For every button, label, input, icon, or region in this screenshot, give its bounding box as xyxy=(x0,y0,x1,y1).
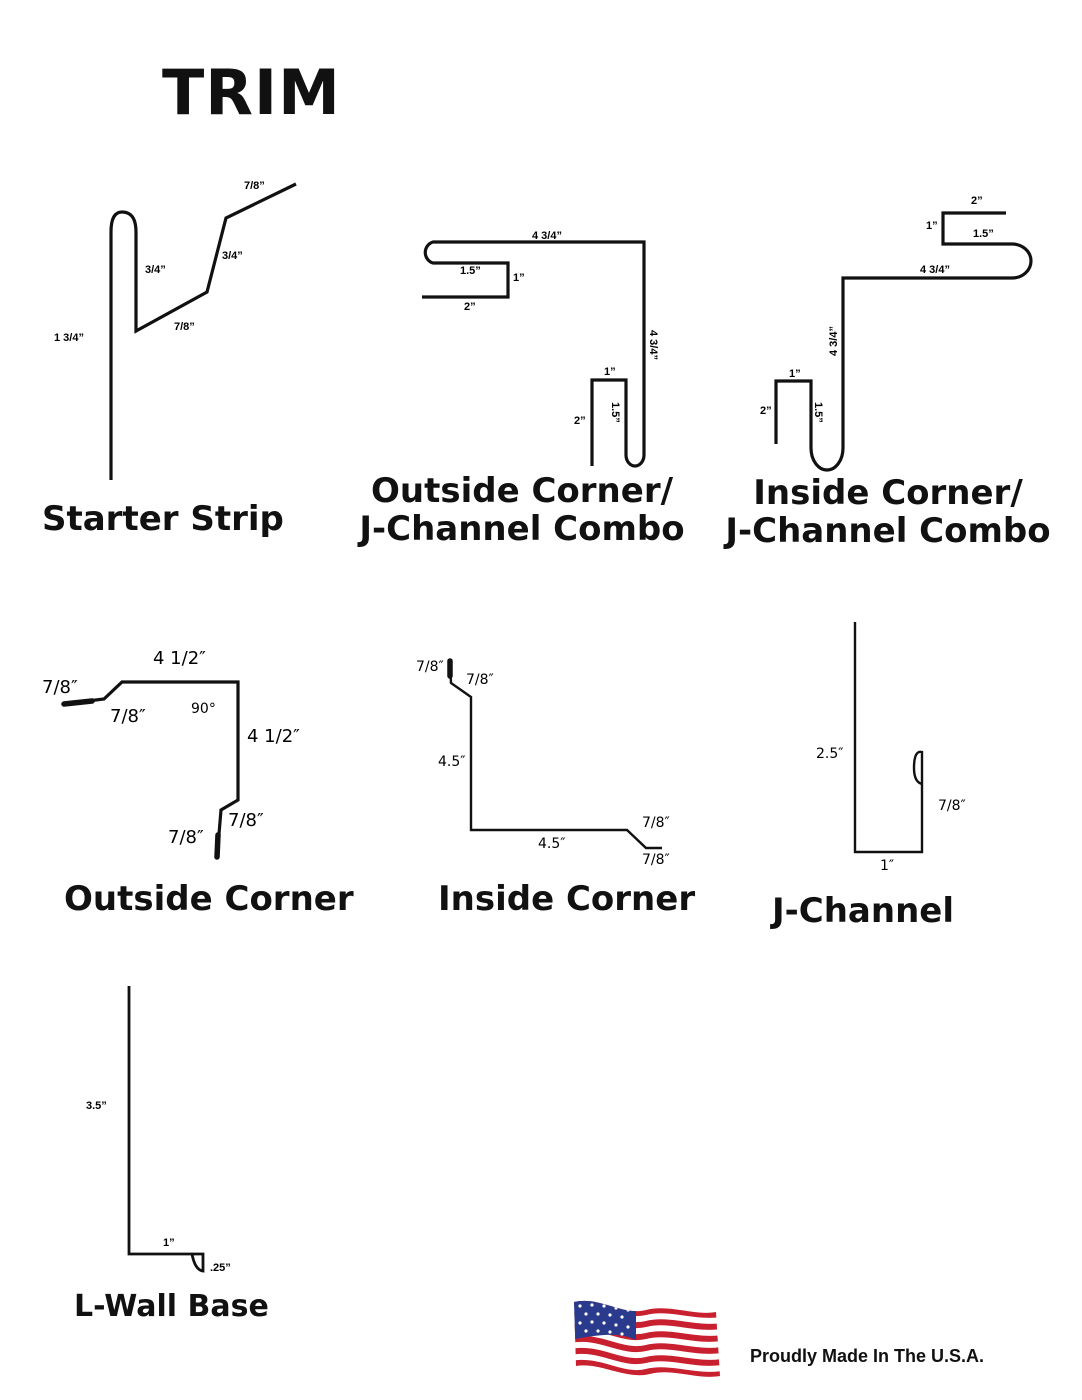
dim-label: 7/8″ xyxy=(416,659,444,675)
dim-label: 7/8” xyxy=(244,180,265,192)
outside-corner-hem-left xyxy=(61,698,95,707)
outside-corner-profile xyxy=(63,680,240,859)
outside-corner-hem-bottom xyxy=(214,832,221,860)
dim-label: 2” xyxy=(971,195,983,207)
dim-label: 3/4” xyxy=(222,250,243,262)
j-channel-profile xyxy=(853,622,924,854)
dim-label: 4 3/4” xyxy=(828,326,840,356)
j-channel-title: J-Channel xyxy=(772,891,954,931)
title-line: Outside Corner/ xyxy=(370,471,673,511)
dim-label: 4 3/4” xyxy=(532,230,562,242)
page-title: TRIM xyxy=(162,56,341,129)
dim-label: 1” xyxy=(604,366,616,378)
made-in-usa-note: Proudly Made In The U.S.A. xyxy=(750,1346,985,1366)
outside-corner-title: Outside Corner xyxy=(64,879,354,919)
dim-label: 4 1/2″ xyxy=(247,726,300,747)
dim-label: 2.5″ xyxy=(816,746,844,762)
dim-label: 2” xyxy=(760,405,772,417)
outside-jchannel-combo-title: Outside Corner/ J-Channel Combo xyxy=(352,472,692,548)
dim-label: .25” xyxy=(210,1262,231,1274)
dim-label: 4.5″ xyxy=(438,754,466,770)
l-wall-base-profile xyxy=(127,986,205,1273)
dim-label: 1.5” xyxy=(609,402,621,423)
inside-corner-profile xyxy=(448,660,662,850)
dim-label: 4 3/4” xyxy=(647,330,659,360)
dim-label: 7/8″ xyxy=(110,706,146,727)
dim-label: 1″ xyxy=(880,858,894,874)
dim-label: 7/8″ xyxy=(642,852,670,868)
dim-label: 4 3/4” xyxy=(920,264,950,276)
title-line: Inside Corner/ xyxy=(753,473,1023,513)
dim-label: 4 1/2″ xyxy=(153,648,206,669)
dim-label: 7/8″ xyxy=(466,672,494,688)
starter-strip-profile xyxy=(109,182,297,480)
inside-corner-title: Inside Corner xyxy=(438,879,696,919)
dim-label: 7/8″ xyxy=(42,677,78,698)
l-wall-base-title: L-Wall Base xyxy=(74,1289,269,1324)
outside-jchannel-combo-profile xyxy=(422,240,646,468)
dim-label: 1.5” xyxy=(460,265,481,277)
dim-label: 2” xyxy=(574,415,586,427)
dim-label: 7/8″ xyxy=(938,798,966,814)
dim-label: 1” xyxy=(926,220,938,232)
inside-jchannel-combo-profile xyxy=(774,211,1033,472)
dim-label: 3/4” xyxy=(145,264,166,276)
title-line: J-Channel Combo xyxy=(359,509,685,549)
dim-label: 90° xyxy=(191,701,216,717)
dim-label: 7/8″ xyxy=(228,810,264,831)
title-line: J-Channel Combo xyxy=(725,511,1051,551)
dim-label: 1” xyxy=(513,272,525,284)
dim-label: 7/8” xyxy=(174,321,195,333)
dim-label: 1” xyxy=(789,368,801,380)
usa-flag-icon xyxy=(574,1300,720,1377)
starter-strip-title: Starter Strip xyxy=(42,499,284,539)
dim-label: 1” xyxy=(163,1237,175,1249)
dim-label: 1.5” xyxy=(973,228,994,240)
inside-jchannel-combo-title: Inside Corner/ J-Channel Combo xyxy=(718,474,1058,550)
dim-label: 2” xyxy=(464,301,476,313)
dim-label: 3.5” xyxy=(86,1100,107,1112)
dim-label: 1 3/4” xyxy=(54,332,84,344)
dim-label: 4.5″ xyxy=(538,836,566,852)
dim-label: 7/8″ xyxy=(168,827,204,848)
dim-label: 1.5” xyxy=(812,402,824,423)
dim-label: 7/8″ xyxy=(642,815,670,831)
